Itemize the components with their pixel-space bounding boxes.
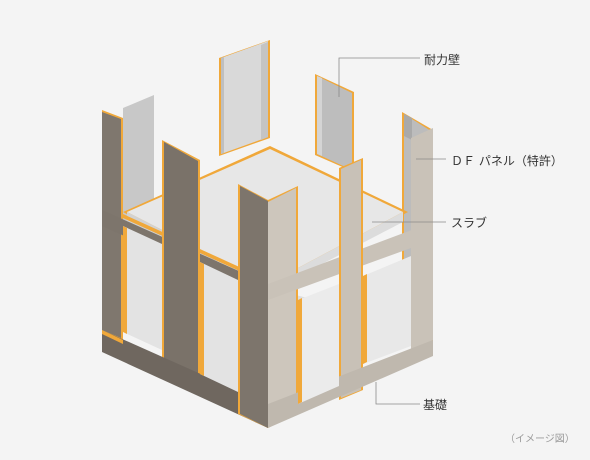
leader-lines: [338, 57, 446, 405]
back-wall-center: [219, 40, 270, 156]
label-foundation: 基礎: [423, 398, 448, 412]
leader-foundation: [375, 382, 420, 405]
back-wall-right: [315, 74, 354, 172]
label-df-panel: ＤＦ パネル（特許）: [451, 154, 563, 168]
right-facade: [268, 128, 433, 428]
label-slab: スラブ: [451, 216, 488, 230]
image-note: （イメージ図）: [505, 434, 575, 445]
leader-bearing-wall: [338, 57, 420, 97]
left-facade: [102, 110, 268, 428]
label-bearing-wall: 耐力壁: [424, 53, 461, 67]
